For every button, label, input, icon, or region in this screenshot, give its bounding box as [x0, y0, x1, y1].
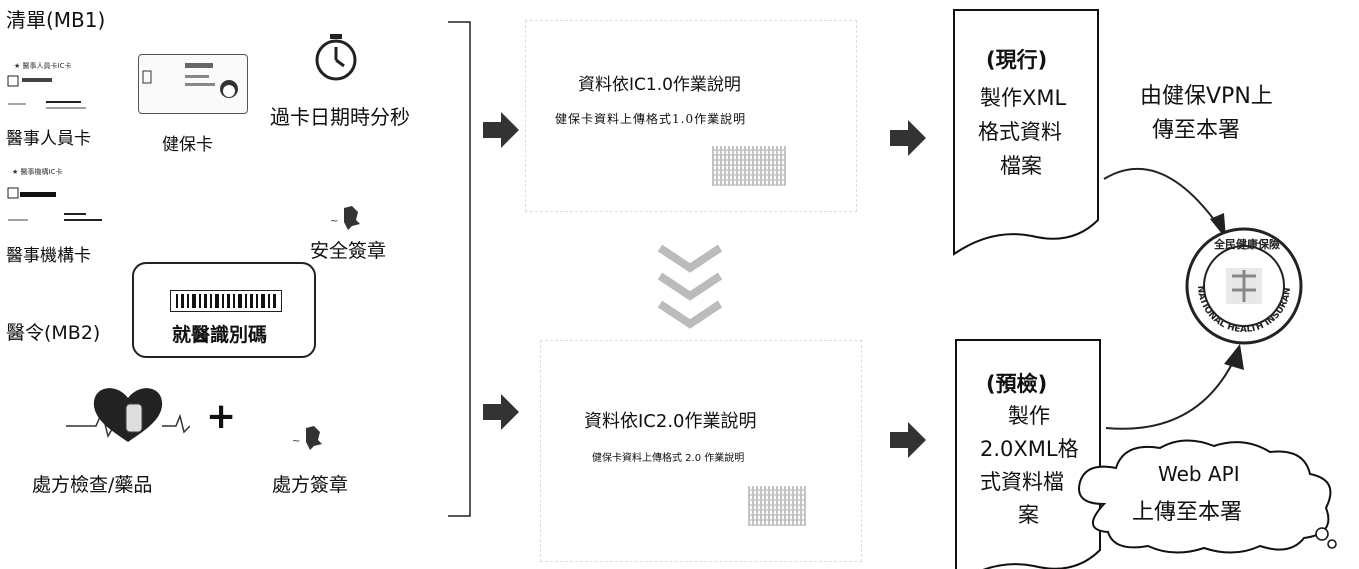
ic1-subtitle: 健保卡資料上傳格式1.0作業說明 [555, 112, 747, 126]
visit-id-box: 就醫識別碼 [132, 262, 316, 358]
ic2-document-card [540, 340, 862, 562]
order-mb2-label: 醫令(MB2) [6, 322, 101, 344]
institution-card-image: ★ 醫事機構IC卡 [6, 164, 116, 234]
precheck-line-1: 製作 [1008, 404, 1050, 428]
barcode-icon [170, 290, 282, 312]
ic2-subtitle: 健保卡資料上傳格式 2.0 作業說明 [592, 453, 745, 464]
ic2-title: 資料依IC2.0作業說明 [584, 411, 757, 432]
seal-top-text: 全民健康保險 [1213, 237, 1280, 251]
vpn-upload-line-2: 傳至本署 [1152, 118, 1241, 143]
seal-icon: ~ [330, 204, 364, 232]
security-seal-label: 安全簽章 [310, 240, 387, 262]
stopwatch-icon [313, 32, 359, 82]
curved-arrow-icon [1105, 344, 1244, 430]
svg-text:~: ~ [330, 216, 338, 227]
list-mb1-label: 清單(MB1) [6, 8, 106, 32]
precheck-line-4: 案 [1018, 503, 1039, 527]
group-bracket [448, 21, 471, 517]
medical-staff-card-image: ★ 醫事人員卡IC卡 [6, 54, 106, 114]
svg-text:★ 醫事人員卡IC卡: ★ 醫事人員卡IC卡 [14, 61, 71, 70]
prescription-seal-icon: ~ [292, 424, 326, 452]
prescription-seal-label: 處方簽章 [272, 474, 349, 496]
prescription-check-label: 處方檢查/藥品 [32, 474, 153, 496]
webapi-cloud-shape [1078, 439, 1337, 554]
precheck-tag: (預檢) [986, 372, 1048, 396]
current-line-1: 製作XML [980, 86, 1067, 110]
ic1-title: 資料依IC1.0作業說明 [578, 75, 741, 95]
current-tag: (現行) [986, 48, 1048, 72]
webapi-upload-label: 上傳至本署 [1132, 500, 1243, 525]
ic1-document-card [525, 20, 857, 212]
current-line-2: 格式資料 [978, 120, 1062, 144]
vpn-upload-line-1: 由健保VPN上 [1140, 84, 1273, 109]
arrow-right-icon [483, 394, 519, 430]
medical-staff-card-label: 醫事人員卡 [6, 129, 91, 149]
plus-sign: + [206, 396, 237, 437]
svg-text:~: ~ [292, 436, 300, 447]
current-xml-document-shape [953, 9, 1099, 256]
nhi-seal-logo: NATIONAL HEALTH INSURANCE 全民健康保險 [1184, 226, 1303, 345]
ic1-qr-code [712, 146, 786, 186]
swipe-time-label: 過卡日期時分秒 [270, 105, 410, 129]
precheck-line-2: 2.0XML格 [980, 437, 1079, 461]
precheck-line-3: 式資料檔 [980, 470, 1064, 494]
webapi-label: Web API [1158, 462, 1240, 486]
current-line-3: 檔案 [1000, 154, 1042, 178]
arrow-right-icon [890, 422, 926, 458]
institution-card-label: 醫事機構卡 [6, 246, 91, 266]
health-card-label: 健保卡 [162, 135, 213, 155]
svg-text:★ 醫事機構IC卡: ★ 醫事機構IC卡 [12, 167, 62, 176]
arrow-right-icon [483, 112, 519, 148]
health-card-image [138, 54, 248, 114]
heart-ecg-icon [66, 378, 191, 448]
visit-id-label: 就醫識別碼 [172, 324, 268, 346]
arrow-right-icon [890, 120, 926, 156]
precheck-xml-document-shape [955, 339, 1101, 569]
ic2-qr-code [748, 486, 806, 526]
chevron-down-icon [657, 244, 723, 329]
